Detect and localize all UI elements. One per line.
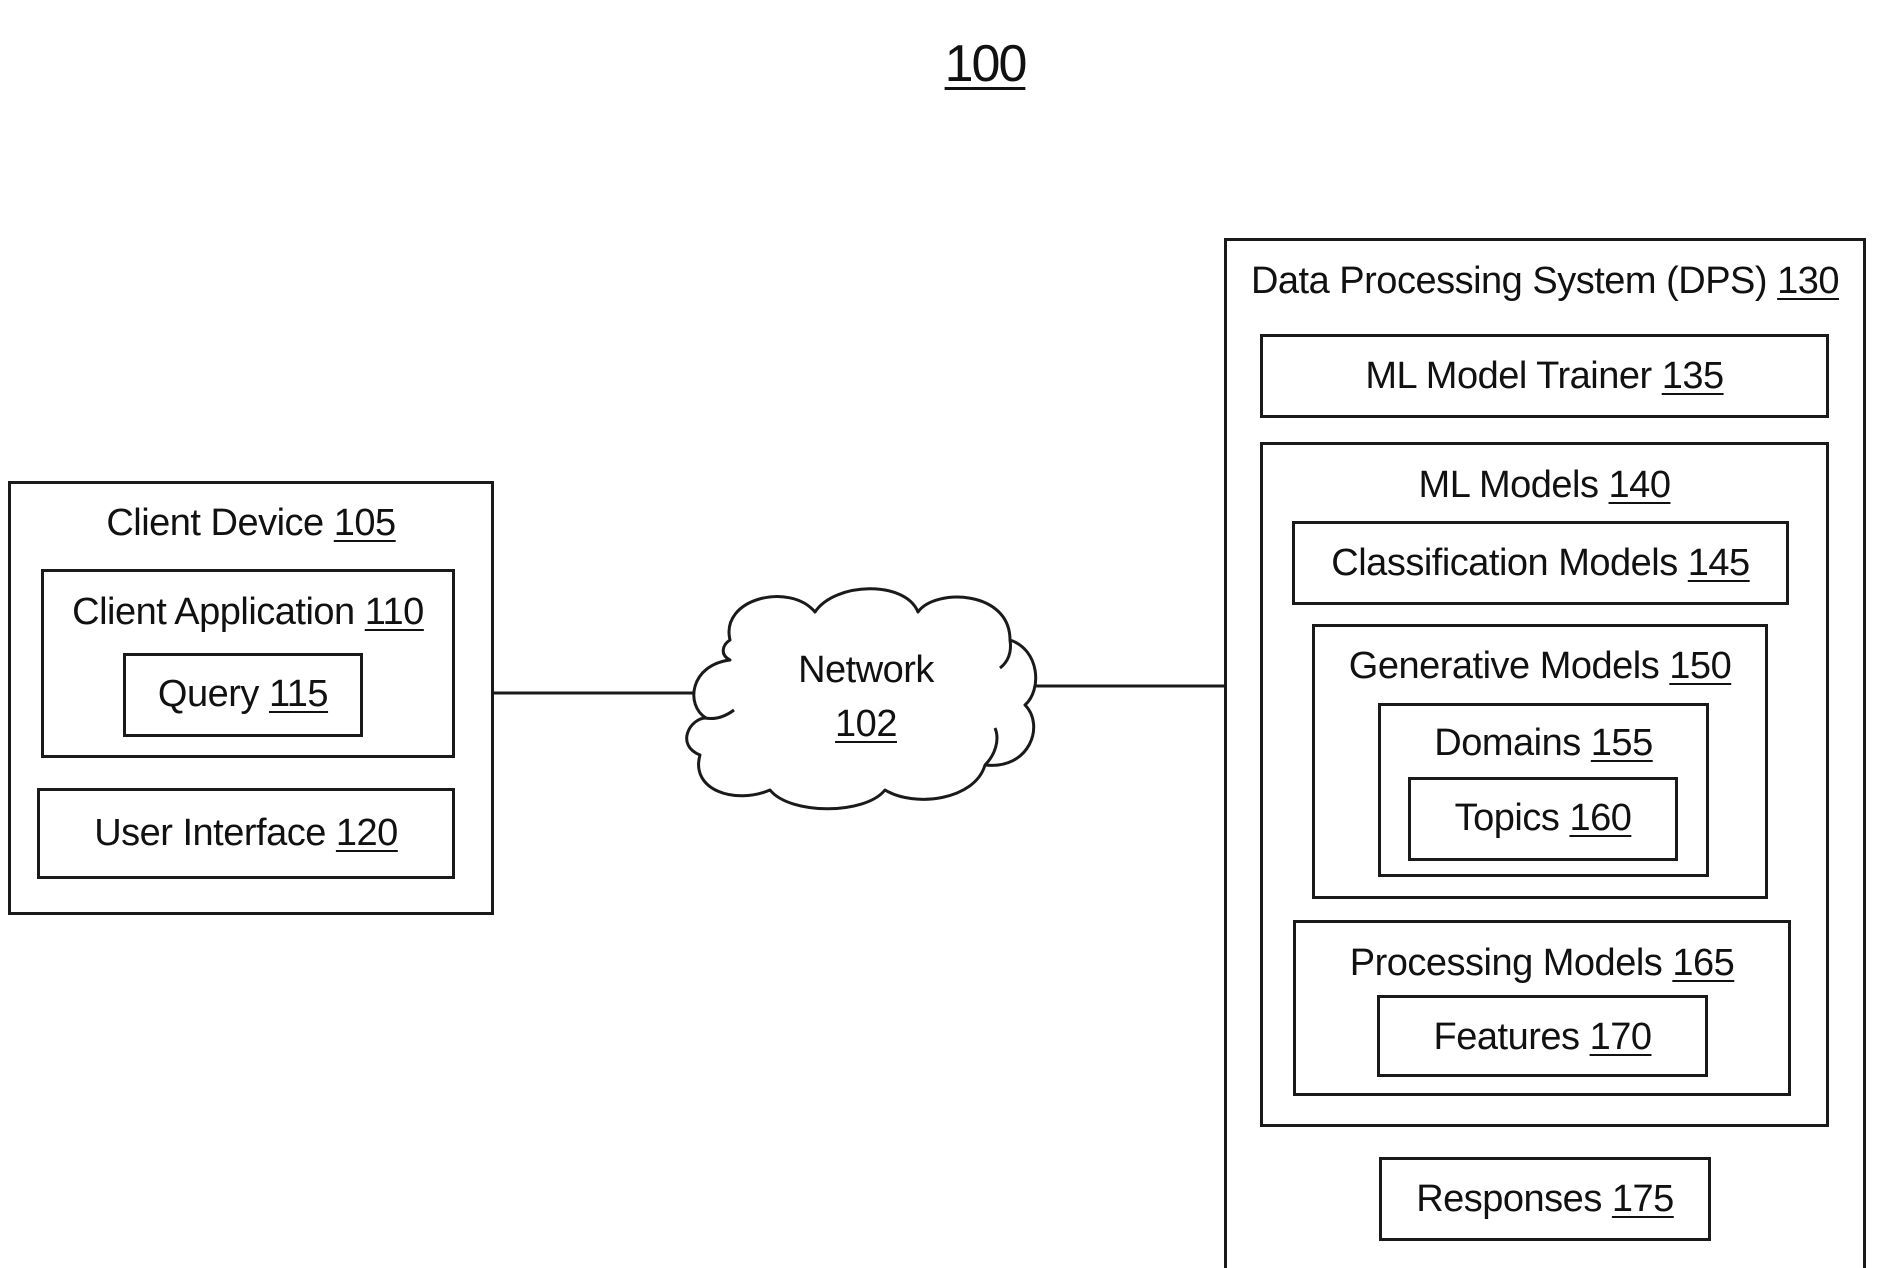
ml-models-title: ML Models <box>1419 464 1599 506</box>
domains-number: 155 <box>1591 722 1653 764</box>
client-device-number: 105 <box>334 502 396 544</box>
ml-model-trainer-box: ML Model Trainer 135 <box>1260 334 1829 418</box>
features-box: Features 170 <box>1377 995 1708 1077</box>
query-label: Query 115 <box>126 672 360 716</box>
client-application-title: Client Application <box>72 591 355 633</box>
classification-models-title: Classification Models <box>1331 542 1677 584</box>
responses-title: Responses <box>1416 1178 1602 1220</box>
network-title: Network <box>766 648 966 692</box>
dps-number: 130 <box>1777 260 1839 302</box>
user-interface-number: 120 <box>336 812 398 854</box>
responses-number: 175 <box>1612 1178 1674 1220</box>
topics-number: 160 <box>1569 797 1631 839</box>
generative-models-number: 150 <box>1669 645 1731 687</box>
topics-label: Topics 160 <box>1411 796 1675 840</box>
user-interface-box: User Interface 120 <box>37 788 455 879</box>
client-application-number: 110 <box>365 591 424 633</box>
processing-models-label: Processing Models 165 <box>1296 941 1788 985</box>
processing-models-number: 165 <box>1672 942 1734 984</box>
responses-box: Responses 175 <box>1379 1157 1711 1241</box>
classification-models-number: 145 <box>1688 542 1750 584</box>
classification-models-box: Classification Models 145 <box>1292 521 1789 605</box>
query-number: 115 <box>269 673 328 715</box>
domains-title: Domains <box>1434 722 1580 764</box>
network-number: 102 <box>835 702 897 746</box>
generative-models-title: Generative Models <box>1349 645 1659 687</box>
query-title: Query <box>158 673 259 715</box>
ml-model-trainer-number: 135 <box>1662 355 1724 397</box>
dps-title: Data Processing System (DPS) <box>1251 260 1767 302</box>
network-label: Network 102 <box>766 648 966 746</box>
classification-models-label: Classification Models 145 <box>1295 541 1786 585</box>
generative-models-label: Generative Models 150 <box>1315 644 1765 688</box>
client-device-label: Client Device 105 <box>11 501 491 545</box>
topics-title: Topics <box>1455 797 1560 839</box>
ml-models-number: 140 <box>1609 464 1671 506</box>
topics-box: Topics 160 <box>1408 777 1678 861</box>
dps-label: Data Processing System (DPS) 130 <box>1227 259 1863 303</box>
features-label: Features 170 <box>1380 1015 1705 1059</box>
features-number: 170 <box>1590 1016 1652 1058</box>
client-application-label: Client Application 110 <box>44 590 452 634</box>
ml-model-trainer-title: ML Model Trainer <box>1365 355 1651 397</box>
ml-model-trainer-label: ML Model Trainer 135 <box>1263 354 1826 398</box>
ml-models-label: ML Models 140 <box>1263 463 1826 507</box>
user-interface-title: User Interface <box>94 812 326 854</box>
domains-label: Domains 155 <box>1381 721 1706 765</box>
features-title: Features <box>1434 1016 1580 1058</box>
processing-models-title: Processing Models <box>1350 942 1663 984</box>
client-device-title: Client Device <box>106 502 323 544</box>
user-interface-label: User Interface 120 <box>40 811 452 855</box>
query-box: Query 115 <box>123 653 363 737</box>
responses-label: Responses 175 <box>1382 1177 1708 1221</box>
